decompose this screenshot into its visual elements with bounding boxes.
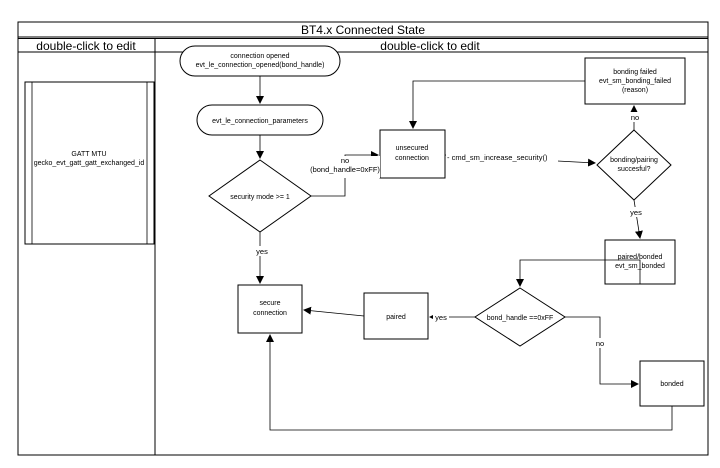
bonding-failed-line2: evt_sm_bonding_failed — [599, 78, 671, 85]
edge-bonded-to-secure — [266, 334, 673, 431]
conn-params-line1: evt_le_connection_parameters — [212, 118, 308, 125]
conn-opened-line1: connection opened — [230, 53, 289, 60]
pairing-line2: succesful? — [617, 166, 650, 173]
security-mode-label: security mode >= 1 — [230, 194, 290, 201]
pool-title: BT4.x Connected State — [301, 23, 425, 37]
gatt-mtu-line1: GATT MTU — [71, 151, 106, 158]
node-connection-opened[interactable]: connection opened evt_le_connection_open… — [179, 45, 341, 77]
bonded-label: bonded — [660, 381, 683, 388]
node-paired[interactable]: paired — [363, 292, 429, 340]
bonding-failed-line3: (reason) — [622, 87, 648, 94]
paired-bonded-line1: paired/bonded — [618, 254, 663, 261]
edge-label-yes-success: yes — [630, 208, 642, 217]
conn-opened-line2: evt_le_connection_opened(bond_handle) — [196, 62, 325, 69]
node-pairing-successful-decision[interactable]: bonding/pairing succesful? — [596, 129, 672, 201]
secure-line1: secure — [259, 300, 280, 307]
node-unsecured-connection[interactable]: unsecured connection — [379, 129, 446, 179]
pairing-line1: bonding/pairing — [610, 157, 658, 164]
bonding-failed-line1: bonding failed — [613, 69, 657, 76]
bond-handle-label: bond_handle ==0xFF — [487, 315, 554, 322]
node-bonded[interactable]: bonded — [639, 360, 705, 407]
gatt-mtu-line2: gecko_evt_gatt_gatt_exchanged_id — [34, 160, 145, 167]
lane-title-left: double-click to edit — [36, 39, 136, 53]
edge-label-yes-secure: yes — [256, 247, 268, 256]
edge-pairing-yes — [633, 199, 643, 239]
node-bonding-failed[interactable]: bonding failed evt_sm_bonding_failed (re… — [584, 57, 686, 105]
node-bond-handle-decision[interactable]: bond_handle ==0xFF — [474, 287, 566, 347]
node-connection-parameters[interactable]: evt_le_connection_parameters — [196, 104, 324, 136]
edge-label-no-bonded: no — [596, 339, 604, 348]
edge-label-no-failed: no — [631, 113, 639, 122]
edge-paired-to-secure — [303, 306, 365, 317]
edge-label-no: no — [341, 156, 349, 165]
edge-label-bond-handle: (bond_handle=0xFF) — [310, 165, 380, 174]
edge-label-increase-security: - cmd_sm_increase_security() — [447, 153, 548, 162]
edge-failed-to-unsecured — [409, 80, 585, 129]
node-gatt-mtu[interactable]: GATT MTU gecko_evt_gatt_gatt_exchanged_i… — [24, 81, 155, 245]
unsecured-line2: connection — [395, 155, 429, 162]
node-secure-connection[interactable]: secure connection — [237, 284, 303, 334]
edge-label-yes-paired: yes — [435, 313, 447, 322]
secure-line2: connection — [253, 310, 287, 317]
pool-frame — [17, 21, 709, 456]
edge-bonded-to-decision — [516, 259, 641, 287]
unsecured-line1: unsecured — [396, 145, 429, 152]
edge-decision-no — [565, 316, 639, 388]
lane-title-main: double-click to edit — [380, 39, 480, 53]
node-security-mode-decision[interactable]: security mode >= 1 — [208, 159, 312, 233]
paired-label: paired — [386, 314, 406, 321]
